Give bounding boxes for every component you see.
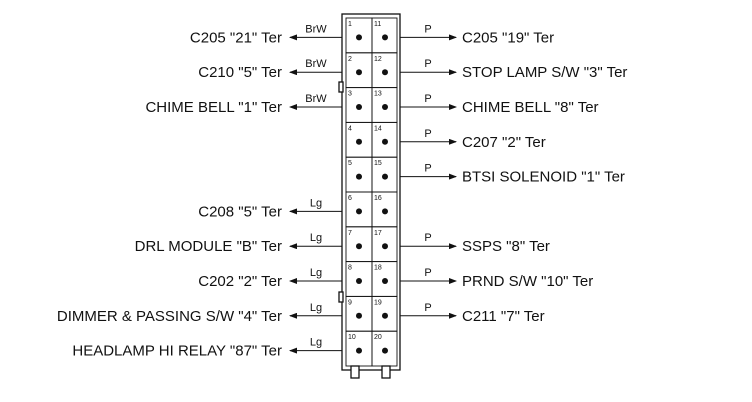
wire-destination-label: PRND S/W "10" Ter — [462, 273, 593, 290]
pin-terminal — [382, 173, 388, 180]
pin-terminal — [356, 278, 362, 284]
wire-color-label: P — [424, 128, 431, 140]
pin-number: 2 — [348, 56, 352, 63]
pin-terminal — [382, 69, 388, 76]
wire-color-label: Lg — [310, 302, 322, 314]
pin-terminal — [356, 34, 362, 41]
wire-destination-label: DIMMER & PASSING S/W "4" Ter — [57, 308, 282, 325]
pin-terminal — [356, 243, 362, 250]
pin-number: 15 — [374, 160, 382, 167]
pin-terminal — [382, 312, 388, 319]
pin-terminal — [356, 104, 362, 110]
connector-latch-top — [338, 81, 344, 93]
pin-terminal — [356, 347, 362, 354]
pin-number: 11 — [374, 21, 381, 28]
pin-number: 19 — [374, 299, 382, 306]
pin-terminal — [382, 34, 388, 41]
pin-number: 9 — [348, 299, 352, 306]
connector-latch-bottom — [338, 291, 344, 303]
wire-destination-label: C208 "5" Ter — [198, 203, 282, 220]
connector-key-right — [381, 365, 391, 379]
pin-number: 10 — [348, 334, 356, 341]
wire-color-label: BrW — [305, 23, 327, 35]
pin-terminal — [356, 69, 362, 76]
pin-terminal — [356, 208, 362, 215]
pin-terminal — [356, 173, 362, 180]
pin-number: 17 — [374, 230, 382, 237]
pin-number: 3 — [348, 91, 352, 98]
pin-terminal — [382, 243, 388, 250]
wire-destination-label: C202 "2" Ter — [198, 273, 282, 290]
wire-color-label: P — [424, 23, 431, 35]
wire-color-label: P — [424, 267, 431, 279]
wire-destination-label: CHIME BELL "8" Ter — [462, 99, 599, 116]
wire-destination-label: SSPS "8" Ter — [462, 238, 550, 255]
wire-destination-label: DRL MODULE "B" Ter — [135, 238, 282, 255]
wire-destination-label: STOP LAMP S/W "3" Ter — [462, 64, 627, 81]
wire-destination-label: C207 "2" Ter — [462, 134, 546, 151]
pin-number: 4 — [348, 125, 352, 132]
wire-color-label: P — [424, 302, 431, 314]
wire-color-label: P — [424, 58, 431, 70]
connector-key-left — [350, 365, 360, 379]
wire-color-label: Lg — [310, 337, 322, 349]
wire-destination-label: C211 "7" Ter — [462, 308, 545, 325]
pin-terminal — [382, 278, 388, 284]
pin-terminal — [356, 312, 362, 319]
pin-number: 8 — [348, 265, 352, 272]
pin-terminal — [382, 347, 388, 354]
wire-color-label: P — [424, 232, 431, 244]
pin-number: 14 — [374, 125, 382, 132]
wire-color-label: BrW — [305, 93, 327, 105]
pin-cell-right — [371, 330, 398, 367]
pin-number: 13 — [374, 91, 382, 98]
wire-destination-label: CHIME BELL "1" Ter — [145, 99, 282, 116]
wire-destination-label: C210 "5" Ter — [198, 64, 282, 81]
pin-number: 18 — [374, 265, 382, 272]
pin-terminal — [382, 138, 388, 145]
wire-destination-label: C205 "19" Ter — [462, 29, 554, 46]
pin-terminal — [382, 208, 388, 215]
wire-color-label: Lg — [310, 232, 322, 244]
pin-number: 1 — [348, 21, 352, 28]
wire-color-label: P — [424, 93, 431, 105]
wire-color-label: Lg — [310, 267, 322, 279]
pin-terminal — [382, 104, 388, 110]
wire-color-label: BrW — [305, 58, 327, 70]
pin-number: 16 — [374, 195, 382, 202]
pin-number: 20 — [374, 334, 382, 341]
pin-number: 6 — [348, 195, 352, 202]
pin-number: 12 — [374, 56, 382, 63]
wire-destination-label: HEADLAMP HI RELAY "87" Ter — [72, 343, 282, 360]
pin-number: 5 — [348, 160, 352, 167]
pin-number: 7 — [348, 230, 352, 237]
wire-color-label: P — [424, 163, 431, 175]
pin-terminal — [356, 138, 362, 145]
wire-destination-label: C205 "21" Ter — [190, 29, 282, 46]
wire-destination-label: BTSI SOLENOID "1" Ter — [462, 169, 625, 186]
wire-color-label: Lg — [310, 197, 322, 209]
